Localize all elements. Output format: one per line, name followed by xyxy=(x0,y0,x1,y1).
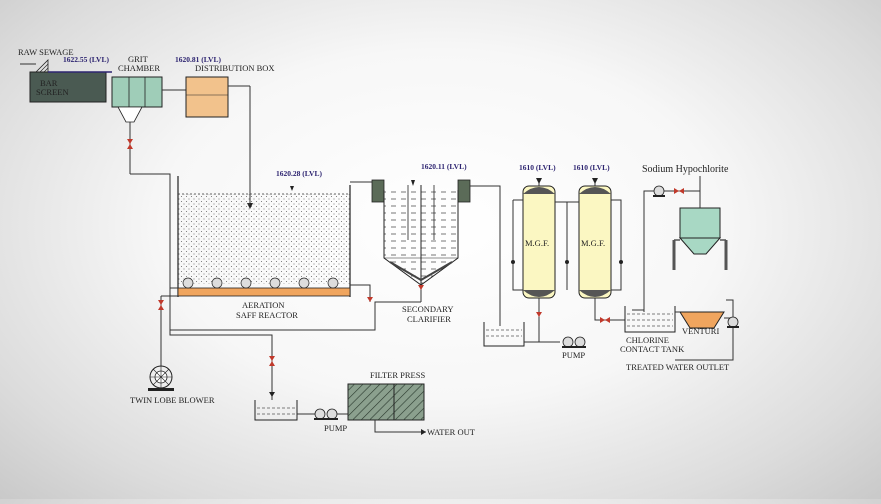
bar-screen-label-2: SCREEN xyxy=(36,87,69,97)
distribution-level-label: 1620.81 (LVL) xyxy=(175,55,221,64)
grit-chamber-label-2: CHAMBER xyxy=(118,63,160,73)
sludge-sump xyxy=(254,400,298,421)
chlorine-contact-tank xyxy=(624,306,676,333)
aeration-label-1: AERATION xyxy=(242,300,285,310)
grit-chamber-label-1: GRIT xyxy=(128,54,149,64)
mgf-pump xyxy=(562,336,586,348)
clarifier-label-1: SECONDARY xyxy=(402,304,453,314)
clarifier-level-label: 1620.11 (LVL) xyxy=(421,162,467,171)
secondary-clarifier xyxy=(371,179,471,303)
filter-press-pump-label: PUMP xyxy=(324,423,347,433)
filter-press-pump xyxy=(314,408,338,420)
chlorine-contact-label-1: CHLORINE xyxy=(626,335,669,345)
filter-press-label: FILTER PRESS xyxy=(370,370,425,380)
grit-level-label: 1622.55 (LVL) xyxy=(63,55,109,64)
mgf-2-label: M.G.F. xyxy=(581,238,605,248)
sodium-hypochlorite-label: Sodium Hypochlorite xyxy=(642,164,729,175)
distribution-box xyxy=(185,76,253,209)
distribution-box-label: DISTRIBUTION BOX xyxy=(195,63,275,73)
aeration-tank xyxy=(177,176,351,297)
twin-lobe-blower xyxy=(148,296,174,391)
filter-press xyxy=(347,383,426,435)
aeration-label-2: SAFF REACTOR xyxy=(236,310,298,320)
aeration-level-label: 1620.28 (LVL) xyxy=(276,169,322,178)
raw-sewage-label: RAW SEWAGE xyxy=(18,47,74,57)
mgf-feed-sump xyxy=(483,322,525,347)
grit-chamber xyxy=(111,76,163,174)
mgf-vessel-2 xyxy=(578,178,612,299)
mgf-2-level-label: 1610 (LVL) xyxy=(573,163,610,172)
hypo-dosing-pump xyxy=(653,185,665,197)
venturi-pump xyxy=(727,316,739,328)
twin-lobe-blower-label: TWIN LOBE BLOWER xyxy=(130,395,215,405)
mgf-vessel-1 xyxy=(522,178,556,299)
treated-water-outlet-label: TREATED WATER OUTLET xyxy=(626,362,730,372)
chlorine-contact-label-2: CONTACT TANK xyxy=(620,344,685,354)
mgf-1-level-label: 1610 (LVL) xyxy=(519,163,556,172)
bar-screen xyxy=(20,59,112,103)
bar-screen-label-1: BAR xyxy=(40,78,58,88)
mgf-1-label: M.G.F. xyxy=(525,238,549,248)
venturi-label: VENTURI xyxy=(682,326,719,336)
clarifier-label-2: CLARIFIER xyxy=(407,314,451,324)
venturi xyxy=(675,311,732,329)
water-out-label: WATER OUT xyxy=(427,427,476,437)
mgf-pump-label: PUMP xyxy=(562,350,585,360)
hypochlorite-tank xyxy=(672,176,728,270)
